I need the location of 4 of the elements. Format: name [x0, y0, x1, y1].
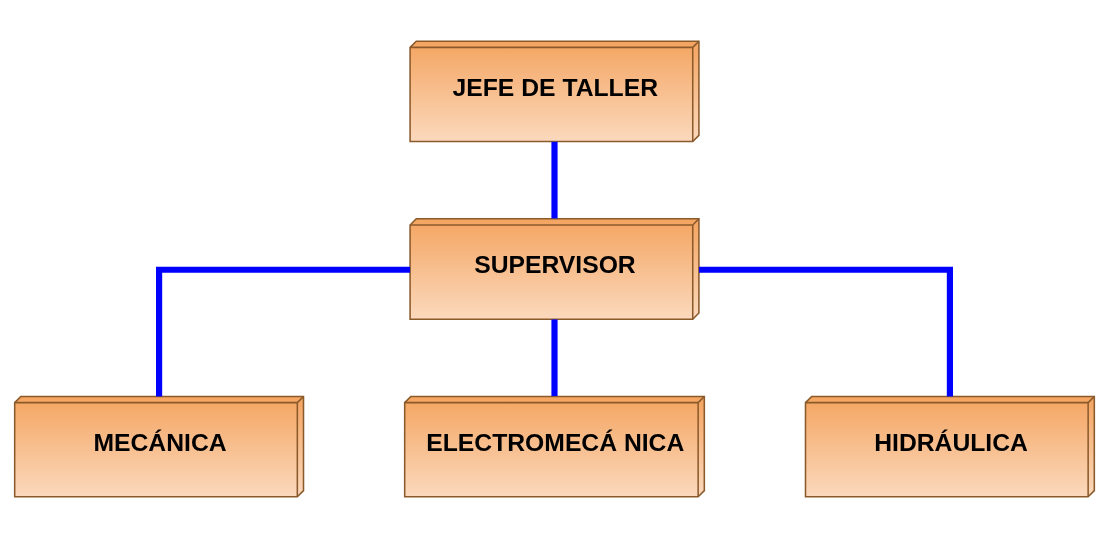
connector — [156, 266, 411, 396]
connector — [698, 266, 953, 396]
connector — [551, 141, 558, 218]
connector — [551, 318, 558, 396]
